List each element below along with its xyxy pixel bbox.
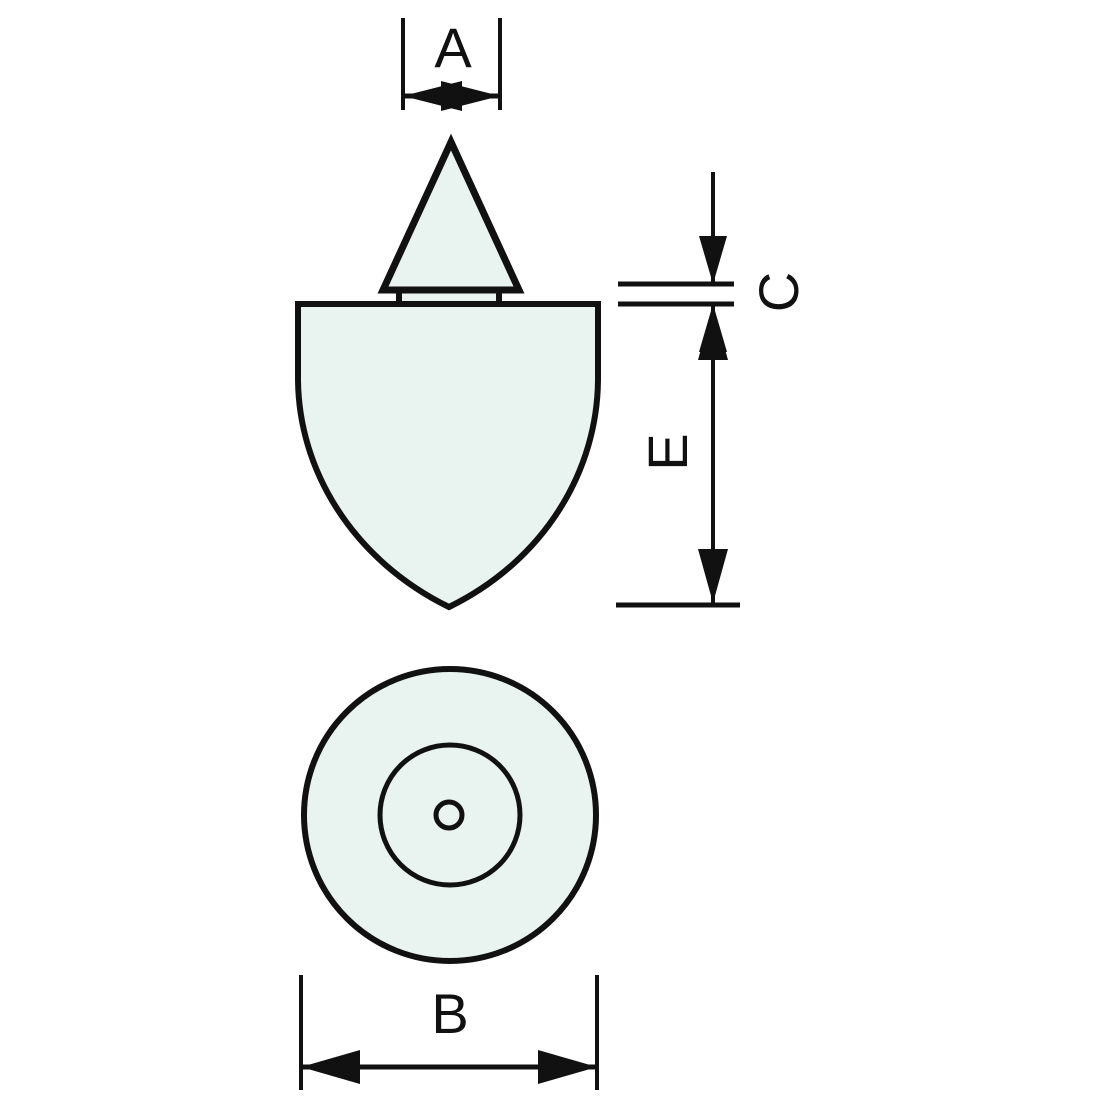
dimension-e-arrow-bottom xyxy=(698,549,728,603)
dimension-a-label: A xyxy=(434,16,472,79)
cone-tip-shape xyxy=(377,133,525,294)
dimension-c-arrow-top xyxy=(699,236,727,284)
dimension-b-label: B xyxy=(431,982,468,1045)
dimension-b: B xyxy=(299,975,599,1090)
center-circle-shape xyxy=(433,799,465,831)
dimension-b-arrow-left xyxy=(301,1050,360,1084)
dimension-e-arrow-top xyxy=(698,306,728,360)
bottom-plan-view xyxy=(301,666,599,964)
dimension-a: A xyxy=(401,16,502,111)
dimension-b-arrow-right xyxy=(538,1050,597,1084)
dimension-e-label: E xyxy=(636,433,699,470)
shield-body-shape xyxy=(295,301,601,611)
dimension-c-label: C xyxy=(747,272,810,312)
dimension-e: E xyxy=(616,304,740,608)
dimension-a-arrow-right xyxy=(441,81,500,111)
side-elevation-view xyxy=(295,133,601,611)
